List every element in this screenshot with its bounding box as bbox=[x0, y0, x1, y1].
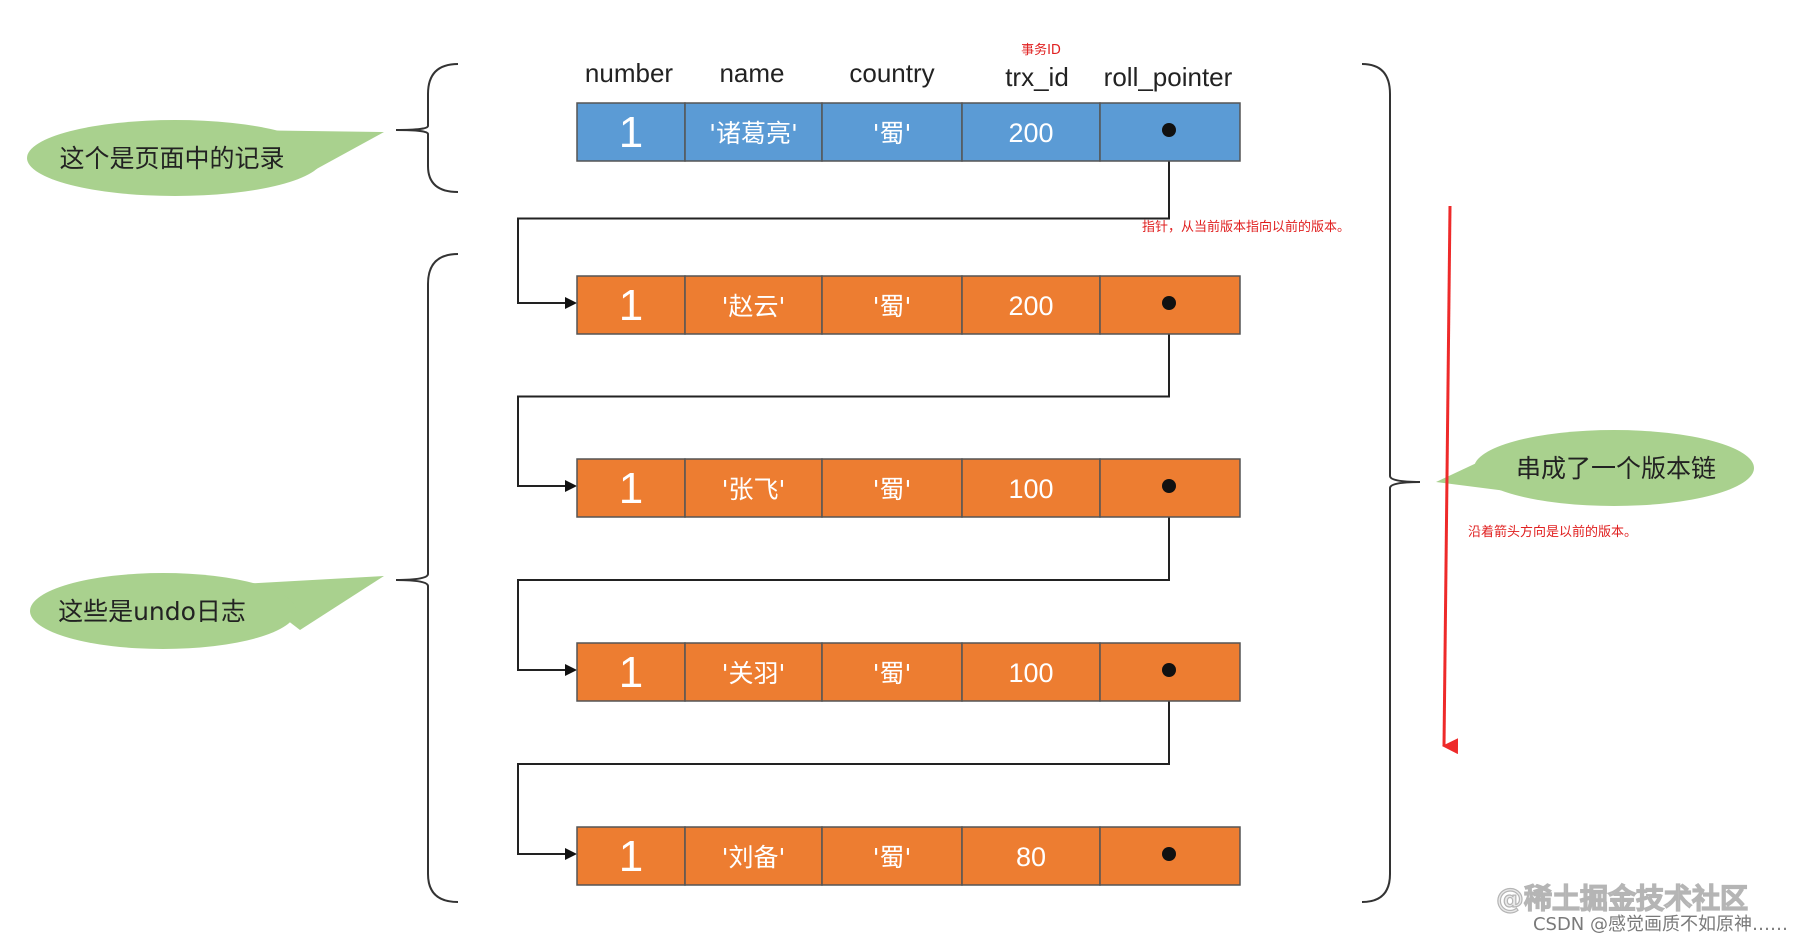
cell-country bbox=[821, 275, 963, 335]
header-roll-pointer: roll_pointer bbox=[1104, 62, 1233, 92]
brace-undo-log bbox=[395, 253, 459, 903]
cell-number bbox=[576, 826, 686, 886]
cell-number-text: 1 bbox=[619, 648, 643, 697]
header-number: number bbox=[585, 58, 673, 88]
red-direction-arrow bbox=[1442, 205, 1459, 755]
header-country: country bbox=[849, 58, 934, 88]
cell-name bbox=[684, 102, 823, 162]
cell-number bbox=[576, 642, 686, 702]
cell-country-text: '蜀' bbox=[873, 119, 912, 148]
cell-number bbox=[576, 275, 686, 335]
roll-pointer-dot bbox=[1162, 296, 1176, 310]
roll-pointer-dot bbox=[1162, 663, 1176, 677]
bubble-undo-log-text: 这些是undo日志 bbox=[58, 597, 246, 626]
record-row: 1 '诸葛亮' '蜀' 200 bbox=[576, 102, 1241, 162]
cell-trx-id bbox=[961, 642, 1101, 702]
header-trx-id: trx_id bbox=[1005, 62, 1069, 92]
cell-country-text: '蜀' bbox=[873, 843, 912, 872]
cell-country bbox=[821, 458, 963, 518]
cell-trx-id-text: 100 bbox=[1008, 474, 1053, 504]
roll-pointer-dot bbox=[1162, 847, 1176, 861]
record-rows: 1 '诸葛亮' '蜀' 200 1 '赵云' '蜀' 200 1 '张飞' '蜀' 100 1 '关羽' '… bbox=[576, 102, 1241, 886]
pointer-links bbox=[517, 130, 1170, 860]
bubble-undo-log: 这些是undo日志 bbox=[30, 573, 384, 649]
record-row: 1 '张飞' '蜀' 100 bbox=[576, 458, 1241, 518]
record-row: 1 '关羽' '蜀' 100 bbox=[576, 642, 1241, 702]
cell-name-text: '刘备' bbox=[722, 843, 786, 872]
cell-trx-id bbox=[961, 826, 1101, 886]
cell-number-text: 1 bbox=[619, 832, 643, 881]
csdn-credit: CSDN @感觉画质不如原神…… bbox=[1533, 914, 1788, 935]
bubble-version-chain: 串成了一个版本链 bbox=[1436, 430, 1754, 506]
cell-name-text: '张飞' bbox=[722, 475, 786, 504]
record-row: 1 '赵云' '蜀' 200 bbox=[576, 275, 1241, 335]
pointer-link-arrow bbox=[517, 130, 1170, 309]
cell-number-text: 1 bbox=[619, 108, 643, 157]
cell-trx-id bbox=[961, 275, 1101, 335]
cell-number bbox=[576, 458, 686, 518]
cell-name bbox=[684, 275, 823, 335]
cell-name-text: '赵云' bbox=[722, 292, 786, 321]
pointer-note: 指针，从当前版本指向以前的版本。 bbox=[1142, 219, 1350, 235]
pointer-link-arrow bbox=[517, 486, 1170, 676]
cell-name bbox=[684, 642, 823, 702]
watermark-text: @稀土掘金技术社区 bbox=[1496, 882, 1748, 915]
cell-trx-id-text: 200 bbox=[1008, 291, 1053, 321]
brace-page-record bbox=[395, 63, 459, 193]
pointer-link-arrow bbox=[517, 670, 1170, 860]
cell-name-text: '关羽' bbox=[722, 659, 786, 688]
pointer-link-arrow bbox=[517, 303, 1170, 492]
roll-pointer-dot bbox=[1162, 123, 1176, 137]
cell-trx-id-text: 200 bbox=[1008, 118, 1053, 148]
cell-number-text: 1 bbox=[619, 281, 643, 330]
bubble-version-chain-text: 串成了一个版本链 bbox=[1516, 454, 1716, 483]
arrow-note: 沿着箭头方向是以前的版本。 bbox=[1468, 524, 1637, 540]
header-name: name bbox=[719, 58, 784, 88]
cell-trx-id-text: 80 bbox=[1016, 842, 1046, 872]
bubble-page-record: 这个是页面中的记录 bbox=[27, 120, 384, 196]
roll-pointer-dot bbox=[1162, 479, 1176, 493]
bubble-page-record-text: 这个是页面中的记录 bbox=[59, 144, 284, 173]
header-trx-id-note: 事务ID bbox=[1021, 42, 1061, 58]
cell-trx-id-text: 100 bbox=[1008, 658, 1053, 688]
cell-country bbox=[821, 102, 963, 162]
cell-country bbox=[821, 642, 963, 702]
cell-trx-id bbox=[961, 458, 1101, 518]
brace-version-chain bbox=[1361, 63, 1421, 903]
cell-name bbox=[684, 458, 823, 518]
record-row: 1 '刘备' '蜀' 80 bbox=[576, 826, 1241, 886]
cell-number-text: 1 bbox=[619, 464, 643, 513]
cell-name-text: '诸葛亮' bbox=[709, 119, 798, 148]
cell-country-text: '蜀' bbox=[873, 659, 912, 688]
cell-country-text: '蜀' bbox=[873, 292, 912, 321]
cell-country-text: '蜀' bbox=[873, 475, 912, 504]
cell-trx-id bbox=[961, 102, 1101, 162]
